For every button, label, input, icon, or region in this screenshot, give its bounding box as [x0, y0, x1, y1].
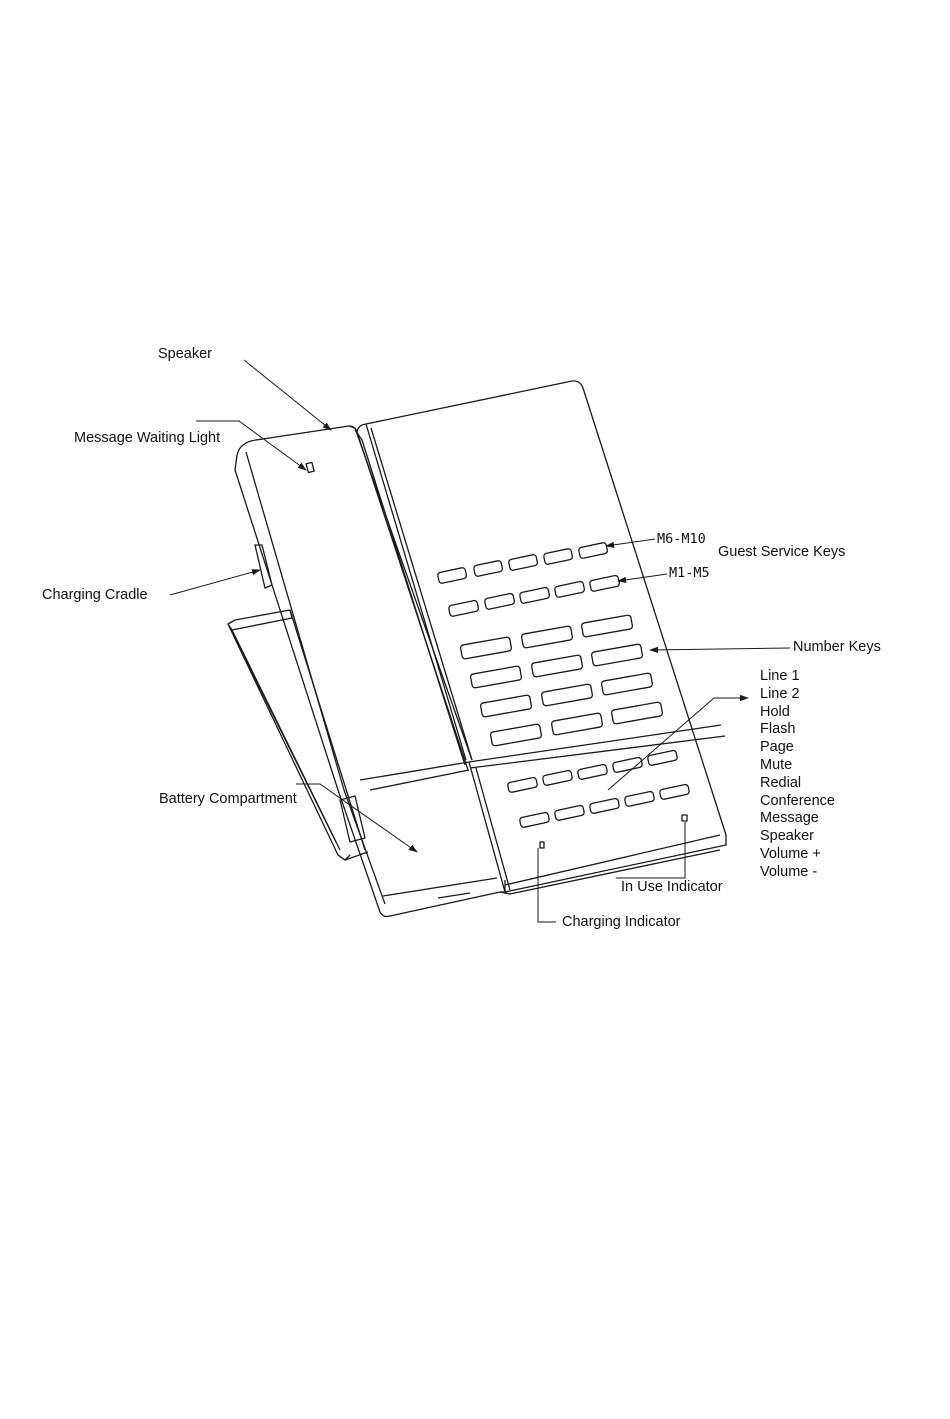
handset-shape	[235, 426, 500, 917]
function-key-item: Hold	[760, 704, 835, 722]
message-waiting-light-shape	[306, 462, 314, 472]
charging-indicator-shape	[540, 842, 544, 848]
console-shape	[355, 381, 726, 896]
label-message-waiting-light: Message Waiting Light	[74, 430, 220, 447]
label-charging-cradle: Charging Cradle	[42, 587, 148, 604]
function-key-item: Message	[760, 810, 835, 828]
guest-keys-bottom-row	[448, 575, 620, 617]
phone-body	[228, 381, 726, 917]
m6-m10-leader	[606, 539, 655, 546]
leader-lines	[170, 360, 790, 922]
label-battery-compartment: Battery Compartment	[159, 791, 297, 808]
label-m6-m10: M6-M10	[657, 531, 706, 548]
label-charging-indicator: Charging Indicator	[562, 914, 681, 931]
function-key-item: Speaker	[760, 828, 835, 846]
label-in-use-indicator: In Use Indicator	[621, 879, 723, 896]
function-key-item: Volume +	[760, 846, 835, 864]
function-key-item: Redial	[760, 775, 835, 793]
label-guest-service-keys: Guest Service Keys	[718, 544, 845, 561]
function-key-item: Volume -	[760, 864, 835, 882]
label-m1-m5: M1-M5	[669, 565, 710, 582]
function-keys-leader	[608, 698, 748, 790]
function-key-item: Line 1	[760, 668, 835, 686]
label-speaker: Speaker	[158, 346, 212, 363]
in-use-indicator-shape	[682, 815, 687, 821]
function-key-list: Line 1 Line 2 Hold Flash Page Mute Redia…	[760, 668, 835, 882]
function-key-item: Conference	[760, 793, 835, 811]
function-key-item: Mute	[760, 757, 835, 775]
label-number-keys: Number Keys	[793, 639, 881, 656]
function-keys-rows	[507, 750, 689, 828]
charging-cradle-leader	[170, 570, 260, 595]
number-keypad	[460, 615, 663, 746]
guest-keys-top-row	[437, 542, 608, 584]
function-key-item: Flash	[760, 721, 835, 739]
function-key-item: Page	[760, 739, 835, 757]
number-keys-leader	[650, 648, 790, 650]
function-key-item: Line 2	[760, 686, 835, 704]
speaker-leader	[244, 360, 331, 430]
charging-cradle-shape	[228, 610, 368, 860]
